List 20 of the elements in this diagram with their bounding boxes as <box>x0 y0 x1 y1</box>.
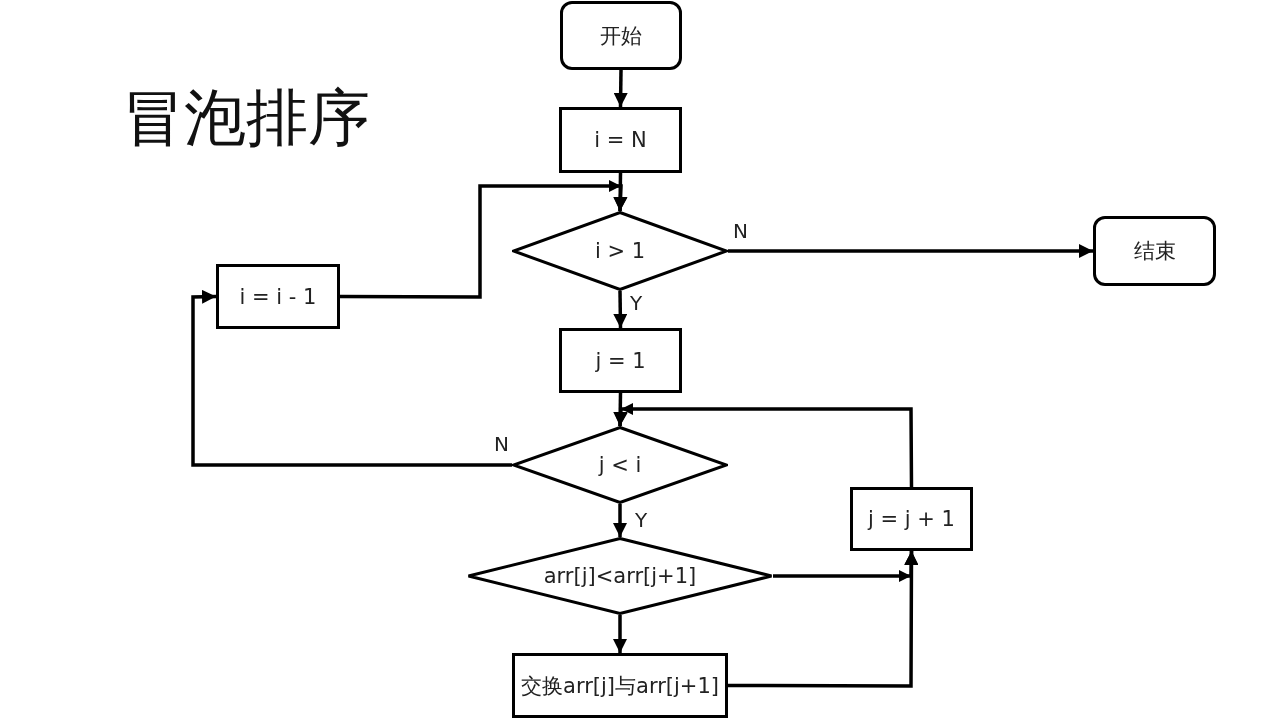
arrow <box>613 504 627 537</box>
start-box: 开始 <box>560 1 682 70</box>
arrow <box>613 403 914 487</box>
process-box: i = i - 1 <box>216 264 340 329</box>
arrow <box>613 615 627 653</box>
arrow <box>340 180 628 299</box>
process-box: 交换arr[j]与arr[j+1] <box>512 653 728 718</box>
process-box: i = N <box>559 107 682 173</box>
arrow <box>613 290 628 329</box>
title: 冒泡排序 <box>122 80 370 156</box>
process-box: j = j + 1 <box>850 487 973 551</box>
process-box: j = 1 <box>559 328 682 393</box>
arrow <box>728 244 1093 258</box>
decision-diamond: j < i <box>512 426 728 504</box>
arrow <box>191 289 512 467</box>
arrow <box>613 69 628 108</box>
end-box: 结束 <box>1093 216 1216 286</box>
decision-diamond: arr[j]<arr[j+1] <box>467 537 773 615</box>
decision-diamond: i > 1 <box>512 211 728 291</box>
arrow <box>728 551 919 688</box>
